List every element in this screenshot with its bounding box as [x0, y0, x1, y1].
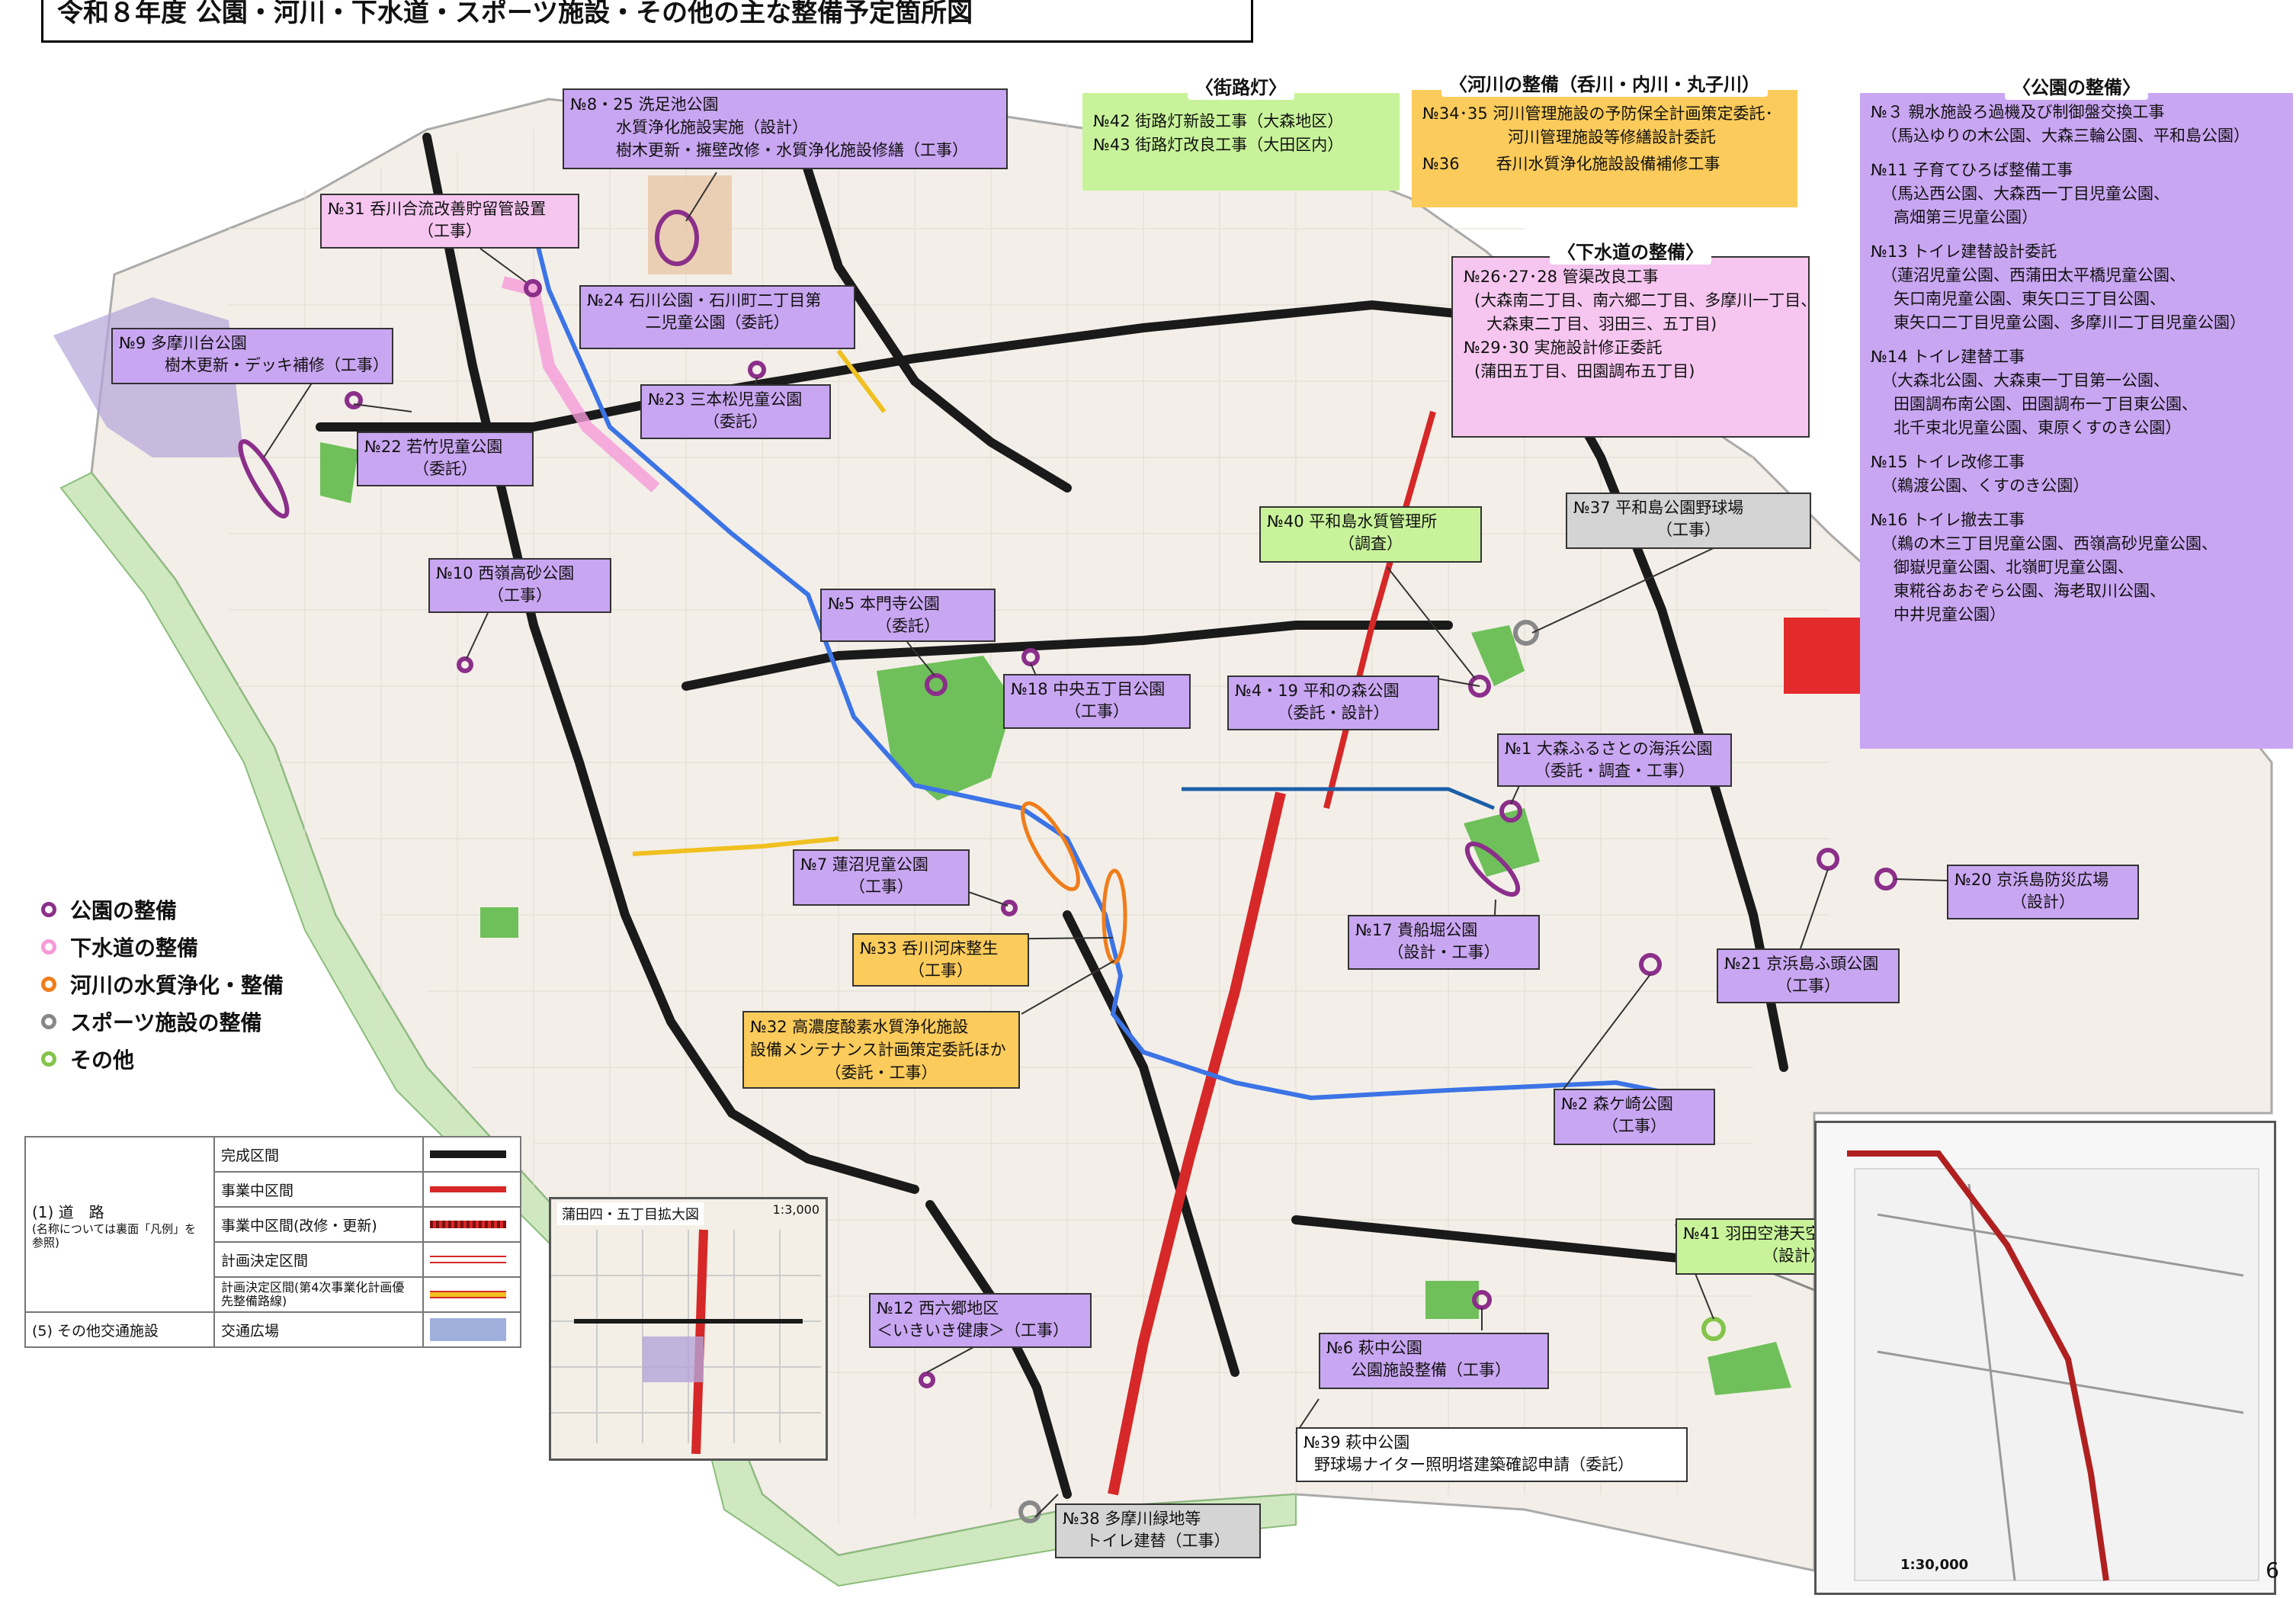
- sewer-marker-icon: [41, 939, 56, 955]
- park-project-detail: 高畑第三児童公園）: [1894, 208, 2038, 226]
- label-no2: №2 森ケ崎公園（工事）: [1554, 1089, 1715, 1145]
- label-no23: №23 三本松児童公園（委託）: [640, 384, 831, 439]
- sewer-pipe: [502, 276, 660, 493]
- rail-line-2: [1323, 410, 1436, 809]
- legend-item-sewer: 下水道の整備: [41, 928, 284, 965]
- haneda-drawing: [1847, 1150, 2259, 1581]
- haneda-inset-map: 1:30,000: [1814, 1121, 2276, 1595]
- park-project-detail: 北千束北児童公園、東原くすのき公園）: [1894, 419, 2182, 437]
- label-no22: №22 若竹児童公園（委託）: [357, 432, 534, 486]
- legend-item-river: 河川の水質浄化・整備: [41, 965, 284, 1003]
- label-no8-25: №8・25 洗足池公園 水質浄化施設実施（設計） 樹木更新・擁壁改修・水質浄化施…: [563, 88, 1008, 169]
- senzoku-pond-area: [648, 175, 732, 274]
- label-no9: №9 多摩川台公園樹木更新・デッキ補修（工事）: [111, 328, 393, 384]
- park-project-detail: （大森北公園、大森東一丁目第一公園、: [1881, 371, 2169, 390]
- label-no38: №38 多摩川緑地等トイレ建替（工事）: [1055, 1503, 1261, 1558]
- legend-item-park: 公園の整備: [41, 890, 284, 928]
- rail-line: [1108, 791, 1286, 1496]
- streetlight-panel: 〈街路灯〉 №42 街路灯新設工事（大森地区） №43 街路灯改良工事（大田区内…: [1082, 76, 1400, 191]
- park-project-detail: 矢口南児童公園、東矢口三丁目公園、: [1894, 290, 2166, 308]
- park-project-detail: （鵜の木三丁目児童公園、西嶺高砂児童公園、: [1881, 534, 2217, 553]
- park-project-detail: 東糀谷あおぞら公園、海老取川公園、: [1894, 582, 2166, 600]
- inset-drawing: [551, 1229, 821, 1455]
- inset-scale: 1:3,000: [772, 1202, 819, 1217]
- label-no7: №7 蓮沼児童公園（工事）: [793, 849, 970, 906]
- label-no12: №12 西六郷地区＜いきいき健康＞（工事）: [869, 1293, 1092, 1348]
- label-no1: №1 大森ふるさとの海浜公園（委託・調査・工事）: [1497, 733, 1732, 787]
- priority-road: [632, 836, 839, 856]
- sport-marker-icon: [41, 1013, 56, 1029]
- label-no6: №6 萩中公園公園施設整備（工事）: [1319, 1333, 1549, 1389]
- sport-markers: [1018, 620, 1539, 1523]
- river-item: №34･35 河川管理施設の予防保全計画策定委託･: [1422, 104, 1773, 123]
- river-header: 〈河川の整備（呑川・内川・丸子川）: [1441, 73, 1768, 97]
- park-project-title: №15 トイレ改修工事: [1871, 453, 2025, 471]
- label-no24: №24 石川公園・石川町二丁目第二児童公園（委託）: [579, 285, 855, 349]
- streetlight-item: №42 街路灯新設工事（大森地区）: [1093, 112, 1344, 130]
- river-panel: 〈河川の整備（呑川・内川・丸子川） №34･35 河川管理施設の予防保全計画策定…: [1412, 73, 1797, 207]
- label-no17: №17 貴船堀公園（設計・工事）: [1348, 915, 1540, 970]
- green-parks: [320, 442, 1791, 1395]
- sewer-item: (蒲田五丁目、田園調布五丁目): [1474, 362, 1695, 380]
- label-no37: №37 平和島公園野球場（工事）: [1566, 493, 1811, 549]
- label-no10: №10 西嶺高砂公園（工事）: [428, 558, 611, 613]
- label-no20: №20 京浜島防災広場（設計）: [1947, 865, 2139, 919]
- nomi-river: [531, 228, 1693, 1101]
- label-no33: №33 呑川河床整生（工事）: [852, 933, 1029, 987]
- park-project-detail: 田園調布南公園、田園調布一丁目東公園、: [1894, 395, 2198, 413]
- park-project-title: №13 トイレ建替設計委託: [1871, 242, 2057, 261]
- label-no32: №32 高濃度酸素水質浄化施設設備メンテナンス計画策定委託ほか（委託・工事）: [742, 1011, 1020, 1089]
- streetlight-header: 〈街路灯〉: [1188, 76, 1294, 100]
- legend-item-other: その他: [41, 1040, 284, 1077]
- river-marker-icon: [41, 976, 56, 992]
- road-legend-table: (1) 道 路 (名称については裏面「凡例」を参照) 完成区間 事業中区間 事業…: [24, 1136, 521, 1348]
- park-header: 〈公園の整備〉: [2005, 76, 2148, 100]
- park-project-title: №11 子育てひろば整備工事: [1871, 161, 2073, 179]
- park-project-detail: （馬込西公園、大森西一丁目児童公園、: [1881, 185, 2169, 203]
- label-no39: №39 萩中公園野球場ナイター照明塔建築確認申請（委託）: [1296, 1427, 1688, 1482]
- park-project-detail: （馬込ゆりの木公園、大森三輪公園、平和島公園）: [1881, 127, 2250, 145]
- sewer-item: №26･27･28 管渠改良工事: [1464, 268, 1659, 286]
- streetlight-item: №43 街路灯改良工事（大田区内）: [1093, 136, 1344, 154]
- uchi-river: [1182, 787, 1495, 810]
- label-no21: №21 京浜島ふ頭公園（工事）: [1717, 948, 1900, 1003]
- park-panel: 〈公園の整備〉 №３ 親水施設ろ過機及び制御盤交換工事 （馬込ゆりの木公園、大森三…: [1860, 76, 2293, 749]
- page-number: 6: [2266, 1558, 2279, 1583]
- page-title: 令和８年度 公園・河川・下水道・スポーツ施設・その他の主な整備予定箇所図: [41, 0, 1253, 43]
- park-marker-icon: [41, 901, 56, 917]
- other-marker-icon: [41, 1051, 56, 1067]
- kamata-inset-map: 蒲田四・五丁目拡大図 1:3,000: [549, 1197, 828, 1461]
- park-project-detail: （蓮沼児童公園、西蒲田太平橋児童公園、: [1881, 266, 2185, 284]
- industrial-block: [1784, 618, 1868, 694]
- map-scale: 1:30,000: [1900, 1557, 1969, 1573]
- park-project-title: №14 トイレ建替工事: [1871, 348, 2025, 366]
- sewer-item: (大森南二丁目、南六郷二丁目、多摩川一丁目、: [1474, 291, 1817, 310]
- park-project-detail: 御嶽児童公園、北嶺町児童公園、: [1894, 558, 2134, 576]
- sewer-header: 〈下水道の整備〉: [1550, 241, 1711, 265]
- park-project-detail: 中井児童公園）: [1894, 605, 2006, 624]
- sewer-item: 大森東二丁目、羽田三、五丁目): [1486, 315, 1717, 333]
- park-project-title: №３ 親水施設ろ過機及び制御盤交換工事: [1871, 103, 2165, 121]
- park-project-title: №16 トイレ撤去工事: [1871, 511, 2025, 529]
- label-no4-19: №4・19 平和の森公園（委託・設計）: [1227, 675, 1439, 730]
- urban-grid: [229, 107, 1829, 1525]
- tama-river-green: [59, 471, 1297, 1587]
- river-item: 河川管理施設等修繕設計委託: [1508, 128, 1716, 146]
- priority-road-2: [836, 349, 887, 413]
- park-project-detail: 東矢口二丁目児童公園、多摩川二丁目児童公園）: [1894, 313, 2246, 332]
- label-no31: №31 呑川合流改善貯留管設置（工事）: [320, 194, 579, 249]
- label-no5: №5 本門寺公園（委託）: [820, 589, 996, 642]
- marker-legend: 公園の整備 下水道の整備 河川の水質浄化・整備 スポーツ施設の整備 その他: [41, 890, 284, 1077]
- label-no40: №40 平和島水質管理所（調査）: [1259, 506, 1482, 563]
- legend-item-sport: スポーツ施設の整備: [41, 1003, 284, 1040]
- sewer-item: №29･30 実施設計修正委託: [1464, 339, 1663, 357]
- park-project-detail: （鵜渡公園、くすのき公園）: [1881, 477, 2089, 495]
- inset-title: 蒲田四・五丁目拡大図: [557, 1202, 704, 1225]
- sewer-panel: 〈下水道の整備〉 №26･27･28 管渠改良工事 (大森南二丁目、南六郷二丁目…: [1451, 241, 1817, 438]
- label-no18: №18 中央五丁目公園（工事）: [1003, 674, 1191, 729]
- river-markers: [1021, 801, 1127, 964]
